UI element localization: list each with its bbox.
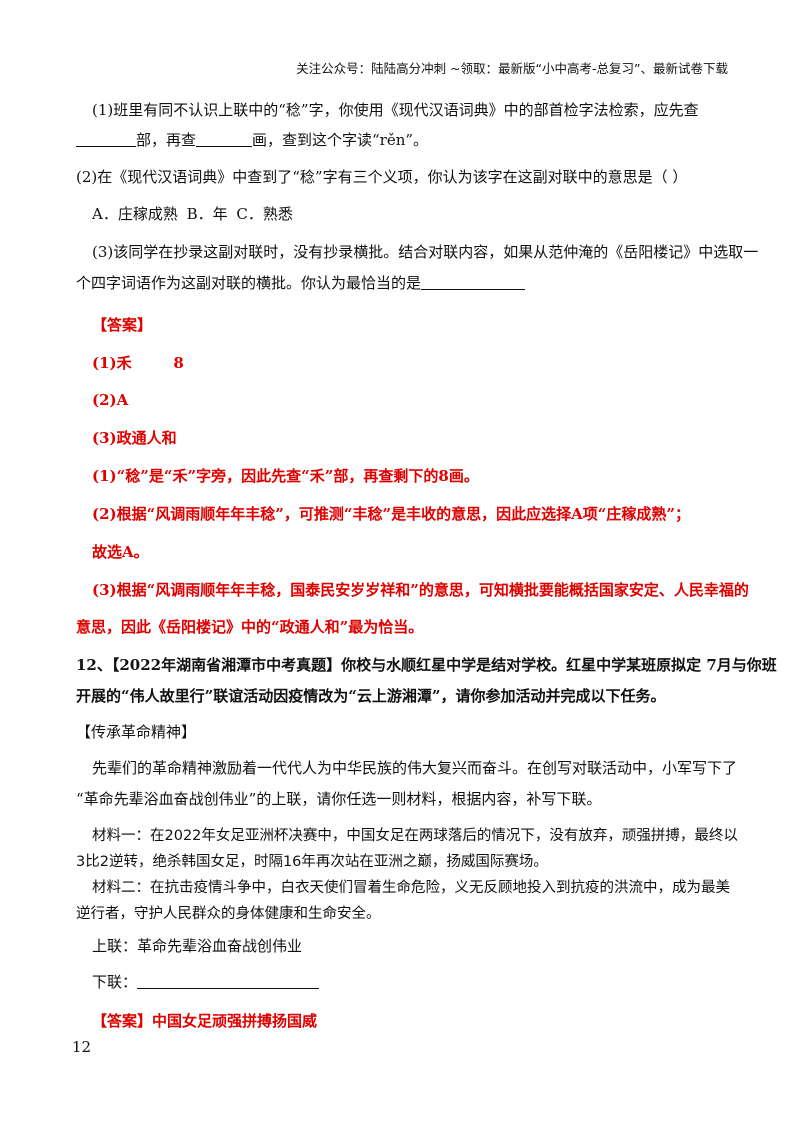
explanation-1: (1)“稔”是“禾”字旁，因此先查“禾”部，再查剩下的8画。 <box>92 467 479 485</box>
answer-blank <box>137 974 320 989</box>
material-2-line-2: 逆行者，守护人民群众的身体健康和生命安全。 <box>76 906 381 922</box>
page-header: 关注公众号：陆陆高分冲刺 ~领取：最新版“小中高考-总复习”、最新试卷下载 <box>296 61 728 76</box>
q1-text-b: 画，查到这个字读“rěn”。 <box>252 131 429 149</box>
answer-1: (1)禾 8 <box>92 354 184 372</box>
answer-3: (3)政通人和 <box>92 429 177 447</box>
paragraph-line-2: “革命先辈浴血奋战创伟业”的上联，请你任选一则材料，根据内容，补写下联。 <box>76 790 602 808</box>
couplet-upper: 上联：革命先辈浴血奋战创伟业 <box>92 937 303 955</box>
answer-blank <box>421 275 526 290</box>
page-number: 12 <box>72 1038 92 1056</box>
explanation-2: (2)根据“风调雨顺年年丰稔”，可推测“丰稔”是丰收的意思，因此应选择A项“庄稼… <box>92 505 691 523</box>
question-2-options: A．庄稼成熟 B．年 C．熟悉 <box>92 205 293 223</box>
material-1-line-2: 3比2逆转，绝杀韩国女足，时隔16年再次站在亚洲之巅，扬威国际赛场。 <box>76 854 548 870</box>
question-12-line-2: 开展的“伟人故里行”联谊活动因疫情改为“云上游湘潭”，请你参加活动并完成以下任务… <box>76 687 666 705</box>
question-12-line-1: 12、【2022年湖南省湘潭市中考真题】你校与水顺红星中学是结对学校。红星中学某… <box>76 656 777 674</box>
question-12-answer: 【答案】中国女足顽强拼搏扬国威 <box>92 1012 318 1030</box>
couplet-lower: 下联： <box>92 971 320 993</box>
explanation-3: 故选A。 <box>92 543 149 561</box>
answer-blank <box>76 132 136 147</box>
q3-text: 个四字词语作为这副对联的横批。你认为最恰当的是 <box>76 274 422 292</box>
question-1-line-2: 部，再查 画，查到这个字读“rěn”。 <box>76 129 428 151</box>
explanation-4-line-2: 意思，因此《岳阳楼记》中的“政通人和”最为恰当。 <box>76 618 424 636</box>
answer-2: (2)A <box>92 391 129 409</box>
question-3-line-1: (3)该同学在抄录这副对联时，没有抄录横批。结合对联内容，如果从范仲淹的《岳阳楼… <box>92 243 759 261</box>
answer-label: 【答案】 <box>92 316 153 334</box>
lower-label: 下联： <box>92 973 138 991</box>
material-1-line-1: 材料一：在2022年女足亚洲杯决赛中，中国女足在两球落后的情况下，没有放弃，顽强… <box>92 828 738 844</box>
material-2-line-1: 材料二：在抗击疫情斗争中，白衣天使们冒着生命危险，义无反顾地投入到抗疫的洪流中，… <box>92 880 730 896</box>
section-title: 【传承革命精神】 <box>76 723 197 741</box>
question-3-line-2: 个四字词语作为这副对联的横批。你认为最恰当的是 <box>76 272 526 294</box>
paragraph-line-1: 先辈们的革命精神激励着一代代人为中华民族的伟大复兴而奋斗。在创写对联活动中，小军… <box>92 759 738 777</box>
question-2-line-1: (2)在《现代汉语词典》中查到了“稔”字有三个义项，你认为该字在这副对联中的意思… <box>76 168 688 186</box>
question-1-line-1: (1)班里有同不认识上联中的“稔”字，你使用《现代汉语词典》中的部首检字法检索，… <box>92 101 699 119</box>
explanation-4-line-1: (3)根据“风调雨顺年年丰稔，国泰民安岁岁祥和”的意思，可知横批要能概括国家安定… <box>92 581 749 599</box>
q1-text-a: 部，再查 <box>136 131 197 149</box>
answer-blank <box>196 132 253 147</box>
